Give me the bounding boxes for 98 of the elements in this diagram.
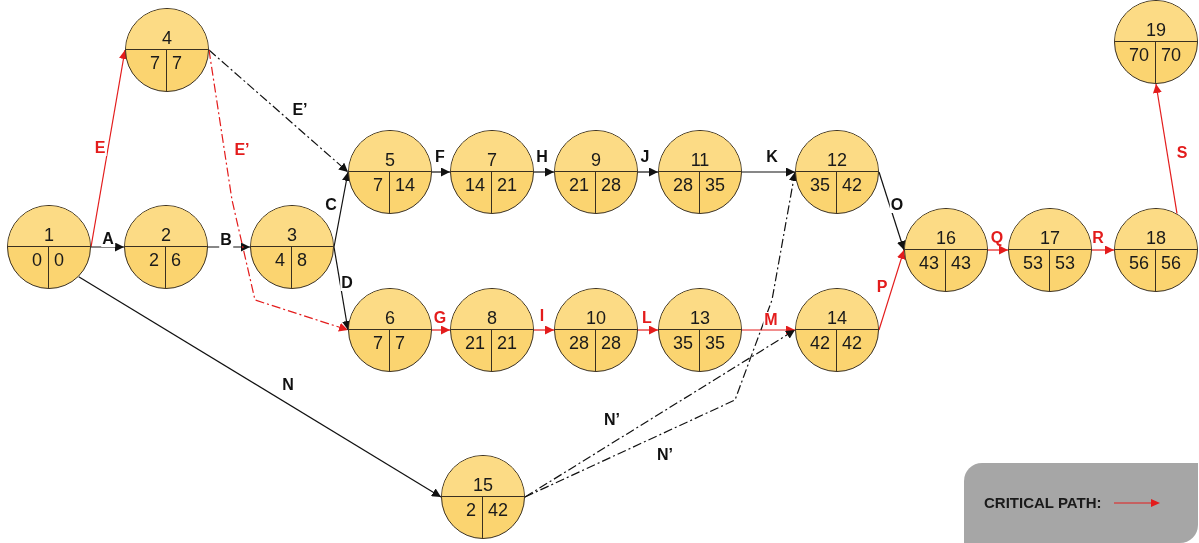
event-number: 7 — [487, 151, 497, 169]
edge-label: A — [101, 231, 115, 247]
earliest-time: 21 — [464, 334, 485, 352]
arrow — [637, 167, 659, 177]
arrow — [533, 167, 555, 177]
event-number: 6 — [385, 309, 395, 327]
arrow — [431, 325, 451, 335]
arrow — [78, 276, 442, 498]
event-number: 3 — [287, 226, 297, 244]
earliest-time: 2 — [149, 251, 159, 269]
arrow — [878, 249, 906, 331]
earliest-time: 14 — [464, 176, 485, 194]
arrow — [741, 167, 796, 177]
earliest-time: 70 — [1128, 46, 1149, 64]
earliest-time: 2 — [466, 501, 476, 519]
event-number: 5 — [385, 151, 395, 169]
edge-label: E — [93, 140, 107, 156]
legend-label: CRITICAL PATH: — [984, 492, 1102, 513]
event-number: 18 — [1146, 229, 1166, 247]
latest-time: 43 — [951, 254, 972, 272]
edge-label: P — [875, 279, 889, 295]
earliest-time: 21 — [568, 176, 589, 194]
earliest-time: 0 — [32, 251, 42, 269]
latest-time: 53 — [1055, 254, 1076, 272]
event-number: 4 — [162, 29, 172, 47]
arrow — [987, 245, 1009, 255]
earliest-time: 7 — [373, 176, 383, 194]
arrow — [524, 329, 796, 498]
edge-label: N — [281, 377, 295, 393]
event-number: 19 — [1146, 21, 1166, 39]
event-number: 17 — [1040, 229, 1060, 247]
latest-time: 35 — [705, 176, 726, 194]
arrow — [878, 171, 906, 251]
latest-time: 0 — [54, 251, 64, 269]
edge-label: H — [535, 149, 549, 165]
edge-label: R — [1091, 230, 1105, 246]
event-number: 13 — [690, 309, 710, 327]
arrow — [90, 242, 125, 252]
edge-label: E’ — [233, 142, 251, 158]
latest-time: 28 — [601, 176, 622, 194]
edge-label: M — [763, 312, 779, 328]
edge-label: I — [538, 308, 546, 324]
latest-time: 35 — [705, 334, 726, 352]
arrow — [207, 242, 251, 252]
latest-time: 70 — [1161, 46, 1182, 64]
event-number: 14 — [827, 309, 847, 327]
edge-label: S — [1175, 145, 1189, 161]
latest-time: 21 — [497, 334, 518, 352]
earliest-time: 28 — [568, 334, 589, 352]
arrow — [1153, 83, 1178, 215]
event-number: 2 — [161, 226, 171, 244]
edge-label: J — [639, 149, 651, 165]
arrow — [637, 325, 659, 335]
edge-label: D — [340, 275, 354, 291]
earliest-time: 53 — [1022, 254, 1043, 272]
edge-label: O — [889, 197, 905, 213]
latest-time: 21 — [497, 176, 518, 194]
latest-time: 14 — [395, 176, 416, 194]
arrow — [208, 49, 349, 173]
event-number: 12 — [827, 151, 847, 169]
edge-label: K — [765, 149, 779, 165]
earliest-time: 4 — [275, 251, 285, 269]
event-number: 1 — [44, 226, 54, 244]
arrow — [533, 325, 555, 335]
edge-label: N’ — [656, 447, 674, 463]
event-number: 10 — [586, 309, 606, 327]
event-number: 8 — [487, 309, 497, 327]
latest-time: 42 — [842, 176, 863, 194]
latest-time: 42 — [488, 501, 509, 519]
arrow — [1091, 245, 1115, 255]
latest-time: 8 — [297, 251, 307, 269]
earliest-time: 7 — [150, 54, 160, 72]
earliest-time: 42 — [809, 334, 830, 352]
edge-label: E’ — [291, 102, 309, 118]
earliest-time: 28 — [672, 176, 693, 194]
edge-label: B — [219, 232, 233, 248]
earliest-time: 43 — [918, 254, 939, 272]
latest-time: 7 — [395, 334, 405, 352]
latest-time: 42 — [842, 334, 863, 352]
arrow — [741, 325, 796, 335]
edge-label: Q — [989, 230, 1005, 246]
arrow — [431, 167, 451, 177]
edge-label: F — [434, 149, 446, 165]
earliest-time: 56 — [1128, 254, 1149, 272]
earliest-time: 35 — [672, 334, 693, 352]
event-number: 15 — [473, 476, 493, 494]
earliest-time: 7 — [373, 334, 383, 352]
event-number: 16 — [936, 229, 956, 247]
event-number: 11 — [690, 151, 710, 169]
edge-label: N’ — [603, 412, 621, 428]
edge-label: G — [432, 310, 448, 326]
latest-time: 56 — [1161, 254, 1182, 272]
latest-time: 6 — [171, 251, 181, 269]
earliest-time: 35 — [809, 176, 830, 194]
latest-time: 28 — [601, 334, 622, 352]
latest-time: 7 — [172, 54, 182, 72]
edge-label: L — [641, 310, 653, 326]
event-number: 9 — [591, 151, 601, 169]
